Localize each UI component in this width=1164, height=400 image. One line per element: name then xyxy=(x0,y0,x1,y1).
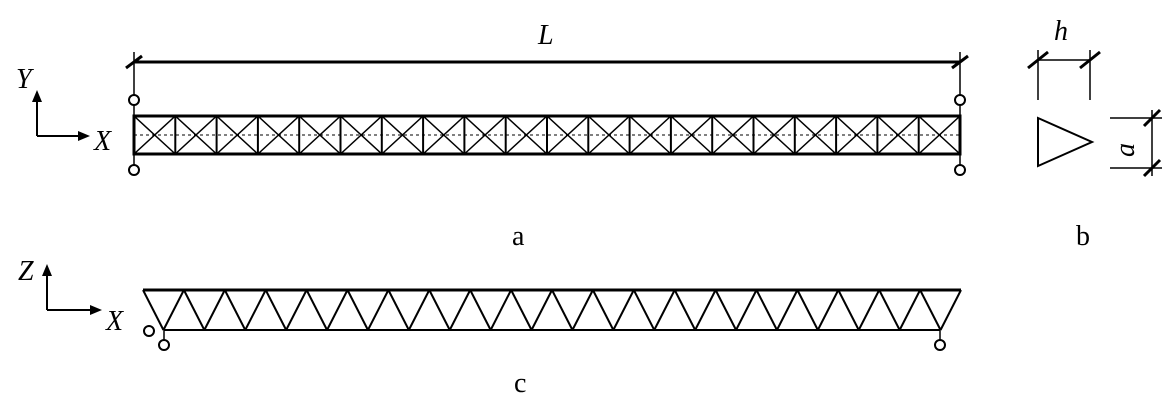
triangular-section xyxy=(1037,116,1095,168)
plan-diagonal-member xyxy=(174,115,218,155)
elevation-diagonal-member xyxy=(530,289,553,331)
plan-diagonal-member xyxy=(422,115,465,155)
axis-label-z: Z xyxy=(18,256,34,287)
panel-a-plan-view: Y X L a xyxy=(16,20,969,252)
panel-label-c: c xyxy=(514,368,526,399)
elevation-diagonal-member xyxy=(285,289,308,331)
elevation-diagonal-member xyxy=(510,289,533,331)
axis-indicator-xy: Y X xyxy=(16,64,112,157)
elevation-diagonal-member xyxy=(939,289,962,331)
elevation-diagonal-member xyxy=(448,289,472,331)
plan-diagonal-member xyxy=(587,115,631,155)
elevation-diagonal-member xyxy=(714,289,737,331)
elevation-diagonal-member xyxy=(203,289,226,331)
elevation-diagonal-member xyxy=(878,289,901,331)
elevation-diagonal-member xyxy=(796,289,819,331)
axis-label-y: Y xyxy=(16,64,35,95)
section-width-dimension: h xyxy=(1027,16,1101,100)
elevation-diagonal-member xyxy=(632,289,656,331)
axis-label-x-elevation: X xyxy=(105,306,124,337)
plan-diagonal-member xyxy=(298,115,342,155)
elevation-diagonal-member xyxy=(735,289,758,331)
elevation-diagonal-member xyxy=(857,289,881,331)
plan-diagonal-member xyxy=(505,115,548,155)
plan-diagonal-member xyxy=(629,115,672,155)
section-height-label: a xyxy=(1110,143,1141,157)
plan-diagonal-member xyxy=(794,115,837,155)
plan-diagonal-member xyxy=(257,115,300,155)
plan-diagonal-member xyxy=(381,115,424,155)
span-label: L xyxy=(537,20,554,51)
section-height-dimension: a xyxy=(1110,108,1162,178)
elevation-diagonal-member xyxy=(612,289,635,331)
elevation-diagonal-member xyxy=(223,289,247,331)
elevation-diagonal-member xyxy=(592,289,615,331)
elevation-diagonal-member xyxy=(244,289,267,331)
plan-diagonal-member xyxy=(752,115,796,155)
elevation-view-truss xyxy=(142,288,962,331)
elevation-diagonal-member xyxy=(755,289,778,331)
elevation-diagonal-member xyxy=(653,289,676,331)
elevation-diagonal-member xyxy=(305,289,328,331)
elevation-diagonal-member xyxy=(551,289,574,331)
plan-diagonal-member xyxy=(463,115,507,155)
elevation-diagonal-member xyxy=(407,289,431,331)
elevation-diagonal-member xyxy=(264,289,288,331)
elevation-diagonal-member xyxy=(571,289,594,331)
panel-label-a: a xyxy=(512,221,525,252)
plan-diagonal-member xyxy=(918,115,961,155)
elevation-diagonal-member xyxy=(326,289,349,331)
elevation-diagonal-member xyxy=(367,289,390,331)
elevation-diagonal-member xyxy=(898,289,921,331)
elevation-supports xyxy=(143,325,946,351)
panel-c-elevation-view: Z X c xyxy=(18,256,962,399)
plan-diagonal-member xyxy=(339,115,383,155)
plan-diagonal-member xyxy=(876,115,920,155)
elevation-diagonal-member xyxy=(142,289,165,331)
elevation-diagonal-member xyxy=(469,289,492,331)
axis-label-x: X xyxy=(93,126,112,157)
axis-indicator-xz: Z X xyxy=(18,256,124,337)
plan-view-truss xyxy=(132,114,962,156)
elevation-diagonal-member xyxy=(428,289,451,331)
elevation-diagonal-member xyxy=(183,289,206,331)
elevation-diagonal-member xyxy=(837,289,860,331)
span-dimension: L xyxy=(125,20,969,95)
plan-diagonal-member xyxy=(711,115,755,155)
plan-diagonal-member xyxy=(216,115,259,155)
plan-diagonal-member xyxy=(835,115,878,155)
elevation-diagonal-member xyxy=(387,289,410,331)
elevation-diagonal-member xyxy=(673,289,697,331)
section-width-label: h xyxy=(1054,16,1068,47)
plan-diagonal-member xyxy=(546,115,589,155)
elevation-diagonal-member xyxy=(162,289,185,331)
elevation-diagonal-member xyxy=(694,289,717,331)
plan-diagonal-member xyxy=(670,115,713,155)
elevation-diagonal-member xyxy=(919,289,942,331)
panel-b-cross-section: h a b xyxy=(1027,16,1162,252)
plan-supports xyxy=(128,94,966,176)
panel-label-b: b xyxy=(1076,221,1090,252)
elevation-diagonal-member xyxy=(489,289,512,331)
elevation-diagonal-member xyxy=(346,289,369,331)
plan-diagonal-member xyxy=(133,115,176,155)
elevation-diagonal-member xyxy=(776,289,799,331)
elevation-diagonal-member xyxy=(816,289,840,331)
